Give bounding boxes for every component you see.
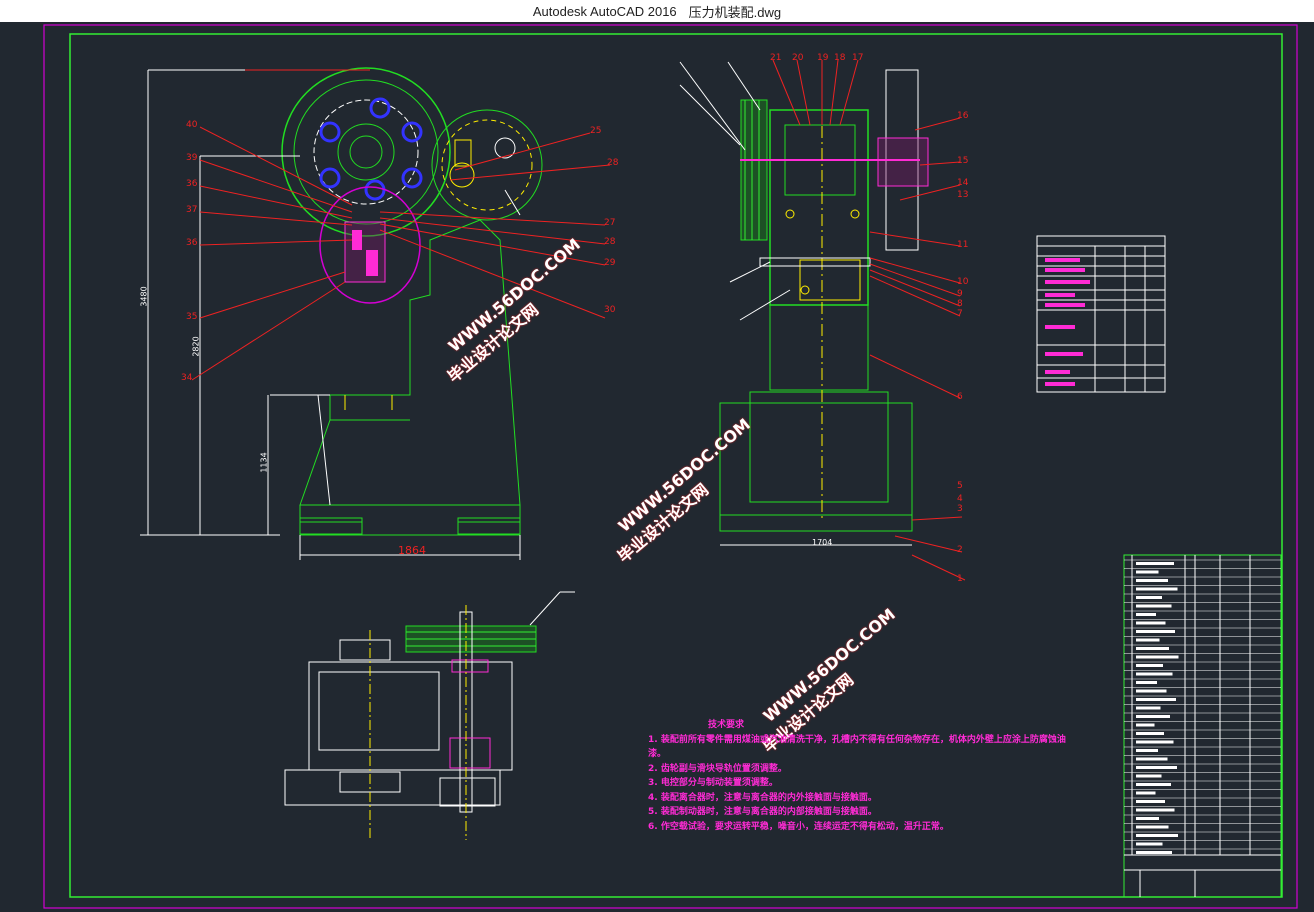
tech-item: 4. 装配离合器时，注意与离合器的内外接触面与接触面。 [648, 792, 877, 803]
side-view [679, 59, 966, 581]
side-view-callout: 19 [817, 53, 829, 63]
tech-item: 3. 电控部分与制动装置须调整。 [648, 778, 778, 788]
tech-heading: 技术要求 [708, 720, 745, 730]
side-view-callout: 8 [957, 299, 963, 309]
side-view-callout: 21 [770, 53, 782, 63]
tech-item: 1. 装配前所有零件需用煤油或汽油清洗干净，孔槽内不得有任何杂物存在，机体内外壁… [648, 734, 1066, 760]
side-view-callout: 1 [957, 574, 963, 584]
top-view [284, 591, 575, 840]
side-view-callout: 11 [957, 240, 969, 250]
side-view-callout: 10 [957, 277, 969, 287]
dim-overall-height: 3480 [139, 286, 149, 307]
drawing-border [69, 33, 1283, 898]
front-view-callout: 25 [590, 126, 602, 136]
paper-frame [43, 24, 1298, 909]
front-view-callout: 34 [181, 373, 193, 383]
front-view-callout: 40 [186, 120, 198, 130]
side-view-callout: 20 [792, 53, 804, 63]
dim-base-height: 1134 [259, 452, 269, 473]
front-view-callout: 28 [607, 158, 619, 168]
parts-list-table [1123, 554, 1282, 898]
side-view-callout: 4 [957, 494, 963, 504]
dim-base-width-side: 1704 [812, 538, 833, 547]
side-view-callout: 6 [957, 392, 963, 402]
file-name: 压力机装配.dwg [688, 4, 782, 20]
front-view-callout: 28 [604, 237, 616, 247]
side-view-callout: 13 [957, 190, 969, 200]
side-view-callout: 7 [957, 309, 963, 319]
app-name: Autodesk AutoCAD 2016 [532, 3, 677, 19]
side-view-callout: 17 [852, 53, 864, 63]
side-view-callout: 15 [957, 156, 969, 166]
side-view-callout: 16 [957, 111, 969, 121]
side-view-callout: 14 [957, 178, 969, 188]
parameter-table [1036, 235, 1166, 393]
front-view-callout: 36 [186, 179, 198, 189]
side-view-callout: 2 [957, 545, 963, 555]
parts-list-rows [1124, 559, 1281, 854]
tech-item: 6. 作空载试验，要求运转平稳，噪音小，连续运定不得有松动，温升正常。 [648, 821, 949, 832]
front-view-callout: 36 [186, 238, 198, 248]
tech-item: 2. 齿轮副与滑块导轨位置须调整。 [648, 763, 787, 774]
window-titlebar: Autodesk AutoCAD 2016 压力机装配.dwg [0, 0, 1314, 23]
drawing-svg [43, 24, 1298, 909]
side-view-callout: 18 [834, 53, 846, 63]
front-view-callout: 35 [186, 312, 198, 322]
side-view-callout: 3 [957, 504, 963, 514]
front-view [140, 67, 611, 560]
side-view-callout: 5 [957, 481, 963, 491]
tech-item: 5. 装配制动器时，注意与离合器的内部接触面与接触面。 [648, 807, 877, 817]
dim-mid-height: 2820 [191, 336, 201, 357]
front-view-callout: 30 [604, 305, 616, 315]
front-view-callout: 27 [604, 218, 616, 228]
dim-base-width-front: 1864 [398, 544, 426, 557]
front-view-callout: 29 [604, 258, 616, 268]
side-view-callout: 9 [957, 289, 963, 299]
front-view-callout: 39 [186, 153, 198, 163]
front-view-callout: 37 [186, 205, 198, 215]
technical-requirements: 技术要求 1. 装配前所有零件需用煤油或汽油清洗干净，孔槽内不得有任何杂物存在，… [648, 718, 1068, 834]
